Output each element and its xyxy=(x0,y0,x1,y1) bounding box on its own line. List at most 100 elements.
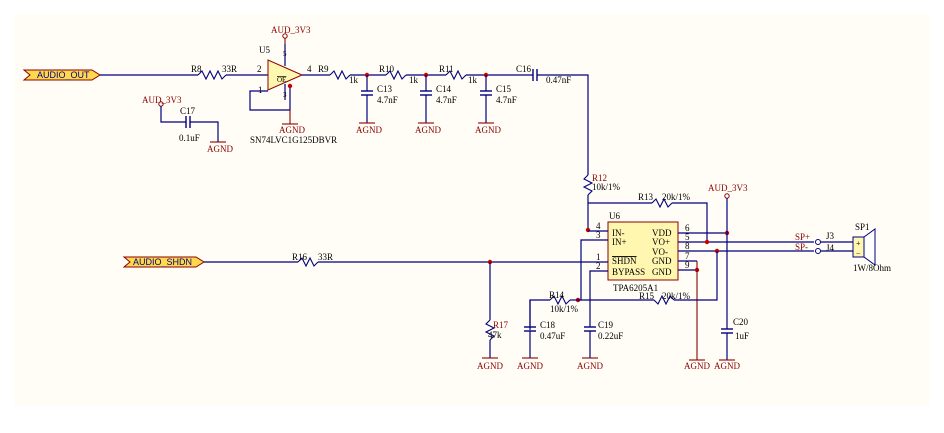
aud3v3-label-c17: AUD_3V3 xyxy=(142,95,182,105)
aud3v3-label-u6: AUD_3V3 xyxy=(708,183,748,193)
capacitor-c13: C13 4.7nF xyxy=(361,75,398,123)
r11-value: 1k xyxy=(468,75,478,85)
wire-r13-right xyxy=(672,202,708,243)
schematic-sheet xyxy=(14,14,930,406)
r9-value: 1k xyxy=(349,75,359,85)
c20-value: 1uF xyxy=(735,331,749,341)
capacitor-c15: C15 4.7nF xyxy=(480,75,517,123)
resistor-r8: R8 33R xyxy=(191,64,237,81)
c18-value: 0.47uF xyxy=(540,331,565,341)
junction-u5-oe xyxy=(287,83,293,89)
u6-pin8-num: 8 xyxy=(685,241,690,251)
wire-c17-vcc xyxy=(160,106,186,123)
sp1-plus-label: + xyxy=(856,239,861,248)
sp1-value: 1W/8Ohm xyxy=(853,263,891,273)
capacitor-c18: C18 0.47uF xyxy=(524,300,565,358)
resistor-r12: R12 10k/1% xyxy=(582,173,621,196)
c16-ref: C16 xyxy=(516,64,532,74)
connector-j4[interactable]: SP- J4 xyxy=(795,242,835,254)
agnd-label-c14: AGND xyxy=(415,125,441,135)
resistor-r9: R9 1k xyxy=(318,64,359,85)
c15-value: 4.7nF xyxy=(496,95,517,105)
u6-pin6-num: 6 xyxy=(685,223,690,233)
r11-ref: R11 xyxy=(439,64,454,74)
c15-ref: C15 xyxy=(496,84,512,94)
u6-pin5-num: 5 xyxy=(685,232,690,242)
resistor-r10: R10 1k xyxy=(379,64,419,85)
u6-pin-vo-minus: VO- xyxy=(652,247,668,257)
r8-value: 33R xyxy=(222,64,237,74)
agnd-label-c20: AGND xyxy=(714,361,740,371)
u5-pin-vcc-num: 5 xyxy=(283,50,287,58)
c13-ref: C13 xyxy=(377,84,393,94)
c18-ref: C18 xyxy=(540,320,556,330)
agnd-label-u6: AGND xyxy=(684,361,710,371)
r8-ref: R8 xyxy=(191,64,202,74)
u5-ref: U5 xyxy=(259,45,270,55)
u6-pin3-line xyxy=(580,239,608,288)
r13-ref: R13 xyxy=(638,192,654,202)
u6-pin1-num: 1 xyxy=(596,252,601,262)
connector-j3[interactable]: SP+ J3 xyxy=(795,231,835,245)
r14-ref: R14 xyxy=(549,290,565,300)
u6-pin9-num: 9 xyxy=(685,260,690,270)
resistor-r17: R17 47k xyxy=(484,319,509,341)
agnd-label-c19: AGND xyxy=(577,361,603,371)
u6-pin-gnd-7: GND xyxy=(652,256,672,266)
c16-value: 0.47nF xyxy=(546,75,571,85)
audio-shdn-port-label: AUDIO_SHDN xyxy=(133,257,192,267)
audio-out-port-label: AUDIO_OUT xyxy=(37,70,90,80)
c20-ref: C20 xyxy=(733,317,749,327)
agnd-label-c15: AGND xyxy=(475,125,501,135)
u5-oe-label: OE xyxy=(277,76,286,84)
c13-value: 4.7nF xyxy=(377,95,398,105)
resistor-r15: R15 20k/1% xyxy=(639,291,691,306)
u5-pin-in-num: 2 xyxy=(257,64,262,74)
u6-pin-vdd: VDD xyxy=(652,228,672,238)
u6-pin3-num: 3 xyxy=(596,230,601,240)
agnd-label-c18: AGND xyxy=(517,361,543,371)
wire-r15-right xyxy=(674,251,718,301)
u6-pin-vo-plus: VO+ xyxy=(652,237,670,247)
u6-pin-gnd-9: GND xyxy=(652,267,672,277)
agnd-label-u5: AGND xyxy=(279,125,305,135)
capacitor-c14: C14 4.7nF xyxy=(420,75,457,123)
r15-ref: R15 xyxy=(639,291,655,301)
resistor-r14: R14 10k/1% xyxy=(549,290,579,314)
u5-buffer: U5 SN74LVC1G125DBVR OE 5 3 1 4 xyxy=(250,44,337,145)
r17-ref: R17 xyxy=(493,320,509,330)
r13-value: 20k/1% xyxy=(662,192,691,202)
u6-pin-in-plus: IN+ xyxy=(612,237,627,247)
u5-pin-oe-num: 1 xyxy=(258,85,263,95)
power-aud3v3-u5: AUD_3V3 xyxy=(271,25,311,44)
c19-value: 0.22uF xyxy=(598,331,623,341)
u6-pin-shdn: SHDN xyxy=(612,256,637,266)
u6-ref: U6 xyxy=(609,211,620,221)
resistor-r11: R11 1k xyxy=(439,64,478,85)
u5-part: SN74LVC1G125DBVR xyxy=(250,135,337,145)
r9-ref: R9 xyxy=(318,64,329,74)
wire-c16-r12 xyxy=(537,74,589,175)
u6-pin-bypass: BYPASS xyxy=(612,267,645,277)
audio-out-port[interactable]: AUDIO_OUT xyxy=(22,69,101,81)
capacitor-c19: C19 0.22uF xyxy=(584,300,623,358)
u6-pin2-num: 2 xyxy=(596,261,601,271)
j3-net-label: SP+ xyxy=(795,232,810,242)
junction-vo-plus xyxy=(704,239,710,245)
wire-u5-oe xyxy=(249,84,291,111)
r17-value: 47k xyxy=(488,330,502,340)
sp1-ref: SP1 xyxy=(855,222,870,232)
speaker-sp1: SP1 + − 1W/8Ohm xyxy=(852,222,891,273)
r16-ref: R16 xyxy=(292,252,308,262)
agnd-label-c17: AGND xyxy=(207,144,233,154)
resistor-r16: R16 33R xyxy=(292,252,333,268)
c19-ref: C19 xyxy=(598,320,614,330)
u6-pin4-num: 4 xyxy=(596,221,601,231)
audio-shdn-port[interactable]: AUDIO_SHDN xyxy=(122,256,205,268)
r15-value: 20k/1% xyxy=(662,291,691,301)
c17-ref: C17 xyxy=(180,106,196,116)
r10-value: 1k xyxy=(409,75,419,85)
u6-part: TPA6205A1 xyxy=(613,283,658,293)
j4-net-label: SP- xyxy=(795,242,808,252)
